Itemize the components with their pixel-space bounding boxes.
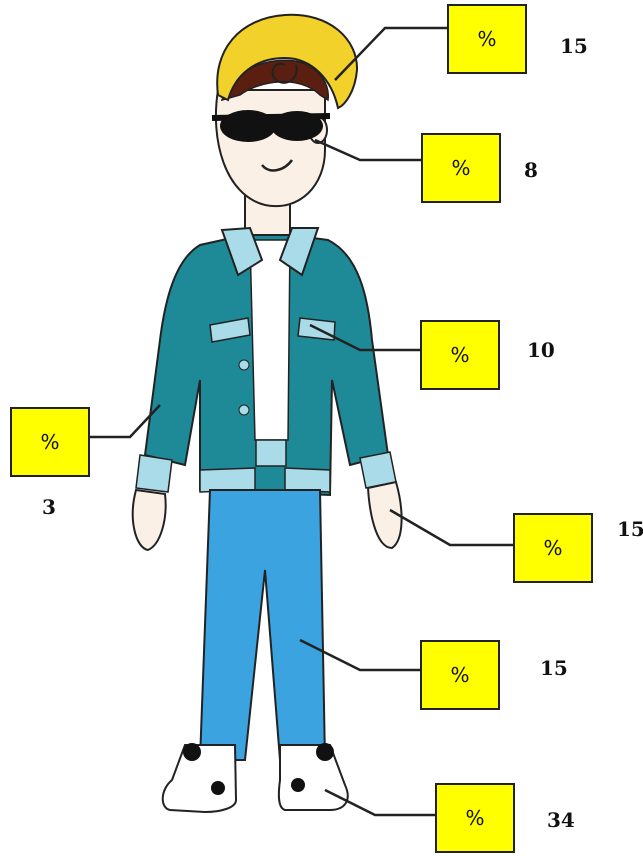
jeans (200, 490, 325, 760)
jacket-button (239, 360, 249, 370)
leader-line-hands (390, 510, 513, 545)
percent-symbol: % (450, 663, 469, 687)
value-hat: 15 (560, 34, 588, 58)
percent-box-shoes: % (435, 783, 515, 853)
percent-box-hat: % (447, 4, 527, 74)
shoe-left-dot (211, 781, 225, 795)
shoe-right (279, 745, 348, 810)
percent-symbol: % (477, 27, 496, 51)
percent-symbol: % (450, 343, 469, 367)
percent-box-hands: % (513, 513, 593, 583)
value-glasses: 8 (524, 158, 538, 182)
value-sleeve: 3 (42, 495, 56, 519)
value-shoes: 34 (547, 808, 575, 832)
head (216, 90, 325, 206)
jacket-hem-left (200, 468, 255, 492)
percent-symbol: % (543, 536, 562, 560)
leader-line-glasses (315, 140, 421, 160)
percent-box-pants: % (420, 640, 500, 710)
shoe-left-heel (183, 743, 201, 761)
percent-symbol: % (451, 156, 470, 180)
sleeve-cuff-left (136, 455, 172, 492)
shirt (250, 240, 290, 440)
sunglasses-left-lens (220, 110, 276, 142)
sunglasses-right-lens (271, 111, 323, 141)
shoe-right-dot (291, 778, 305, 792)
shoe-right-heel (316, 743, 334, 761)
jacket-hem-right (285, 468, 330, 492)
percent-box-jacket: % (420, 320, 500, 390)
value-pants: 15 (540, 656, 568, 680)
percent-box-sleeve: % (10, 407, 90, 477)
value-hands: 15 (617, 517, 643, 541)
belt-buckle (256, 440, 286, 466)
jacket-button (239, 405, 249, 415)
percent-symbol: % (40, 430, 59, 454)
hand-left (133, 490, 166, 550)
value-jacket: 10 (527, 338, 555, 362)
percent-symbol: % (465, 806, 484, 830)
percent-box-glasses: % (421, 133, 501, 203)
